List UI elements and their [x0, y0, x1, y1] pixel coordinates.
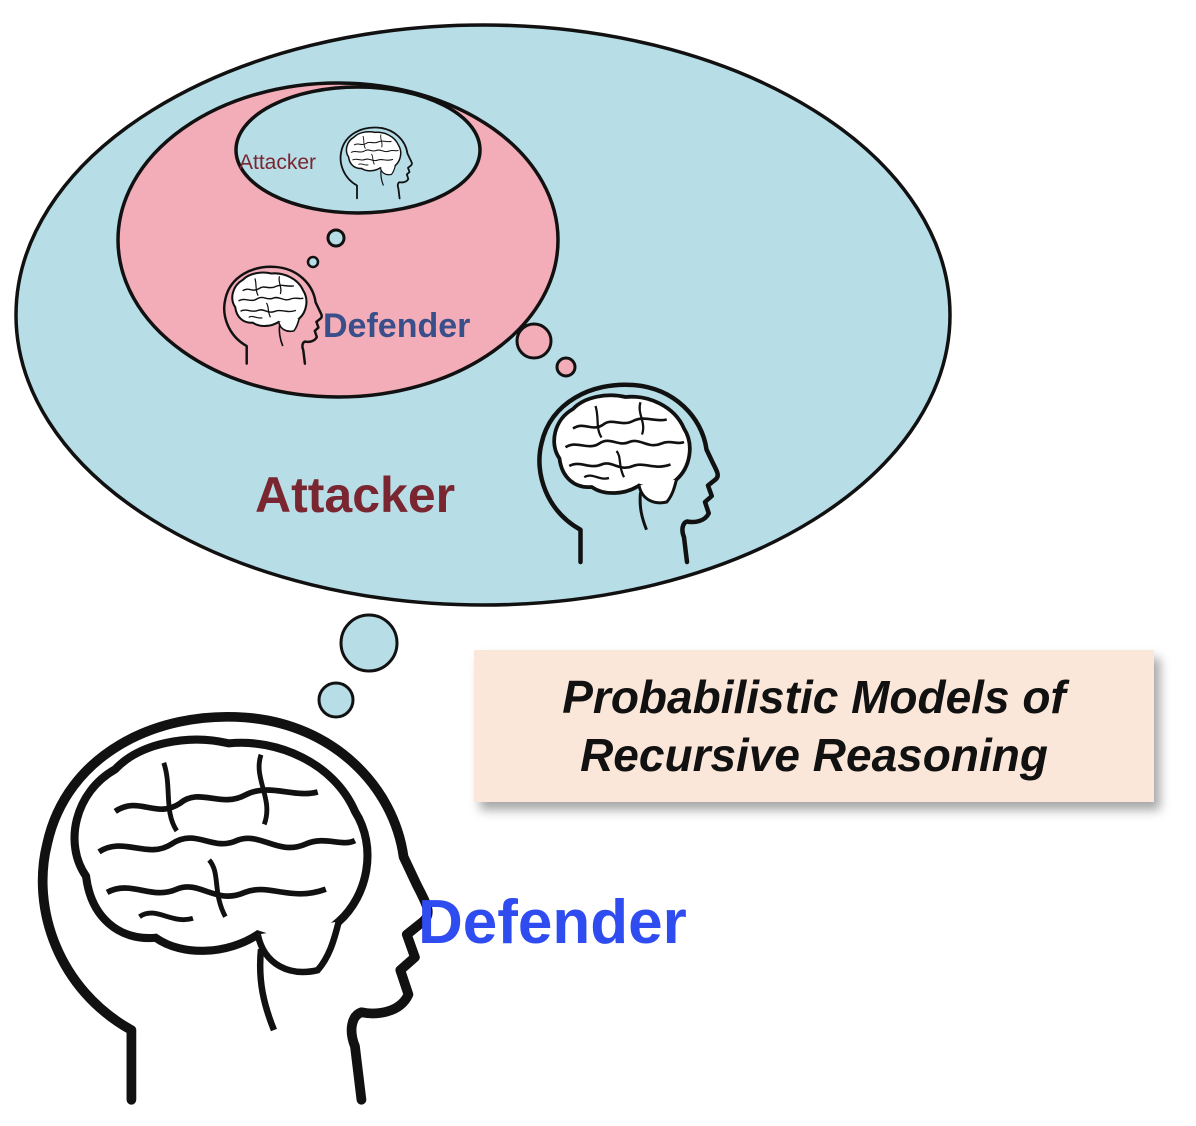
thought-dot [515, 322, 553, 360]
caption-line-2: Recursive Reasoning [580, 729, 1048, 781]
label-attacker-level3: Attacker [239, 151, 316, 174]
caption-line-1: Probabilistic Models of [562, 671, 1066, 723]
thought-dot [326, 228, 346, 248]
caption-box: Probabilistic Models of Recursive Reason… [474, 650, 1154, 802]
thought-dot [306, 255, 320, 269]
thought-dot [317, 681, 355, 719]
thought-dot [339, 613, 399, 673]
label-outer-defender: Defender [418, 888, 687, 957]
head-brain-icon [43, 717, 428, 1100]
label-attacker-level1: Attacker [255, 467, 455, 523]
thought-dot [555, 356, 577, 378]
label-defender-level2: Defender [323, 307, 470, 345]
